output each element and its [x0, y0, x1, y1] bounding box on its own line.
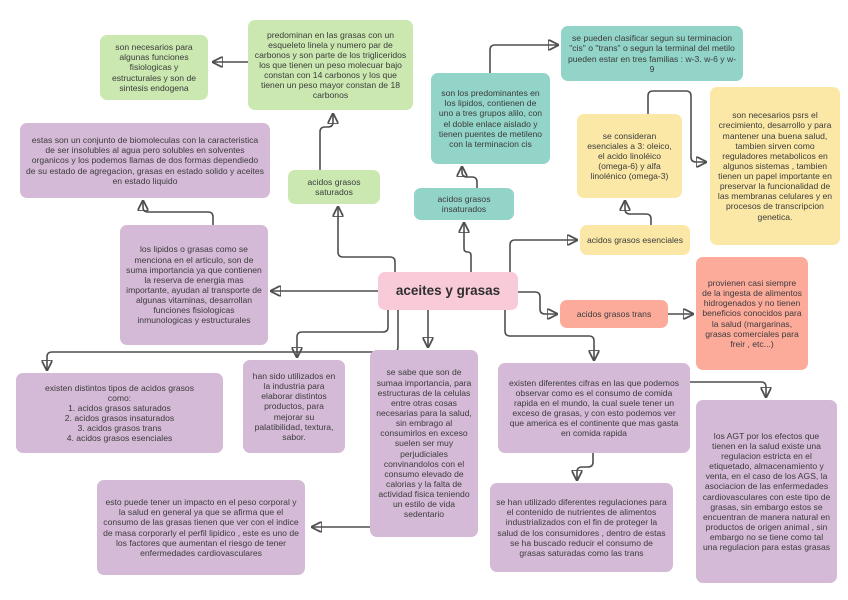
node-label: acidos grasos esenciales [586, 234, 684, 245]
node-label: son necesarios para algunas funciones fi… [111, 42, 197, 93]
node-trans-origen-note: provienen casi siempre de la ingesta de … [696, 257, 808, 370]
node-label: acidos grasos saturados [307, 176, 361, 197]
node-regulaciones-note: se han utilizado diferentes regulaciones… [490, 483, 673, 572]
node-label: esto puede tener un impacto en el peso c… [103, 497, 299, 558]
node-label: aceites y grasas [395, 283, 501, 299]
node-label: predominan en las grasas con un esquelet… [254, 29, 407, 101]
node-central-topic: aceites y grasas [378, 272, 518, 310]
node-label: son necesarios psrs el crecimiento, desa… [717, 110, 833, 222]
connector-central-topic--to--saturados-label [338, 207, 396, 272]
connector-comida-rapida-note--to--regulacion-agt-note [690, 381, 766, 397]
node-insaturados-label: acidos grasos insaturados [414, 188, 514, 220]
node-label: se pueden clasificar segun su terminacio… [567, 33, 737, 74]
node-label: acidos grasos insaturados [437, 193, 491, 214]
node-lipidos-importancia-note: los lipidos o grasas como se menciona en… [120, 225, 268, 345]
node-saturados-description: predominan en las grasas con un esquelet… [248, 20, 413, 110]
node-label: estas son un conjunto de biomoleculas co… [26, 135, 264, 186]
node-label: son los predominantes en los lipidos, co… [438, 88, 543, 149]
node-label: provienen casi siempre de la ingesta de … [702, 278, 802, 349]
connector-comida-rapida-note--to--regulaciones-note [577, 453, 594, 480]
node-consumo-exceso-note: se sabe que son de sumaa importancia, pa… [370, 350, 478, 537]
connector-central-topic--to--insaturados-label [464, 223, 472, 272]
connector-central-topic--to--comida-rapida-note [504, 310, 594, 360]
node-label: existen distintos tipos de acidos grasos… [44, 382, 195, 444]
node-label: han sido utilizados en la industria para… [252, 371, 336, 442]
node-label: acidos grasos trans [576, 308, 652, 319]
connector-esenciales-label--to--esenciales-tres-note [625, 201, 652, 225]
connector-central-topic--to--tipos-acidos-grasos-list [47, 310, 399, 370]
node-sintesis-endogena-note: son necesarios para algunas funciones fi… [100, 35, 208, 100]
connector-central-topic--to--trans-label [518, 291, 557, 314]
connector-insaturados-label--to--insaturados-description [462, 167, 478, 188]
node-insaturados-clasificacion-note: se pueden clasificar segun su terminacio… [561, 26, 743, 81]
node-label: se han utilizado diferentes regulaciones… [496, 497, 667, 558]
node-label: los AGT por los efectos que tienen en la… [702, 430, 831, 553]
node-impacto-peso-note: esto puede tener un impacto en el peso c… [97, 480, 305, 575]
node-label: los lipidos o grasas como se menciona en… [126, 244, 262, 326]
node-regulacion-agt-note: los AGT por los efectos que tienen en la… [696, 400, 837, 583]
node-trans-label: acidos grasos trans [560, 300, 668, 328]
connector-lipidos-importancia-note--to--biomoleculas-definition [143, 201, 214, 225]
connector-saturados-label--to--saturados-description [319, 114, 333, 170]
node-tipos-acidos-grasos-list: existen distintos tipos de acidos grasos… [16, 373, 223, 453]
node-esenciales-tres-note: se consideran esenciales a 3: oleico, el… [577, 114, 682, 198]
node-insaturados-description: son los predominantes en los lipidos, co… [431, 73, 550, 164]
node-label: se sabe que son de sumaa importancia, pa… [376, 367, 472, 520]
connector-central-topic--to--esenciales-label [509, 240, 577, 272]
node-esenciales-funciones-note: son necesarios psrs el crecimiento, desa… [710, 87, 840, 245]
node-comida-rapida-note: existen diferentes cifras en las que pod… [498, 363, 690, 453]
node-saturados-label: acidos grasos saturados [288, 170, 380, 204]
connector-central-topic--to--industria-note [297, 310, 389, 357]
connector-insaturados-description--to--insaturados-clasificacion-note [489, 45, 558, 73]
node-label: existen diferentes cifras en las que pod… [508, 377, 680, 439]
node-biomoleculas-definition: estas son un conjunto de biomoleculas co… [20, 123, 270, 198]
node-esenciales-label: acidos grasos esenciales [580, 225, 690, 255]
node-industria-note: han sido utilizados en la industria para… [243, 360, 345, 453]
connector-esenciales-tres-note--to--esenciales-funciones-note [647, 90, 706, 162]
node-label: se consideran esenciales a 3: oleico, el… [587, 130, 672, 182]
